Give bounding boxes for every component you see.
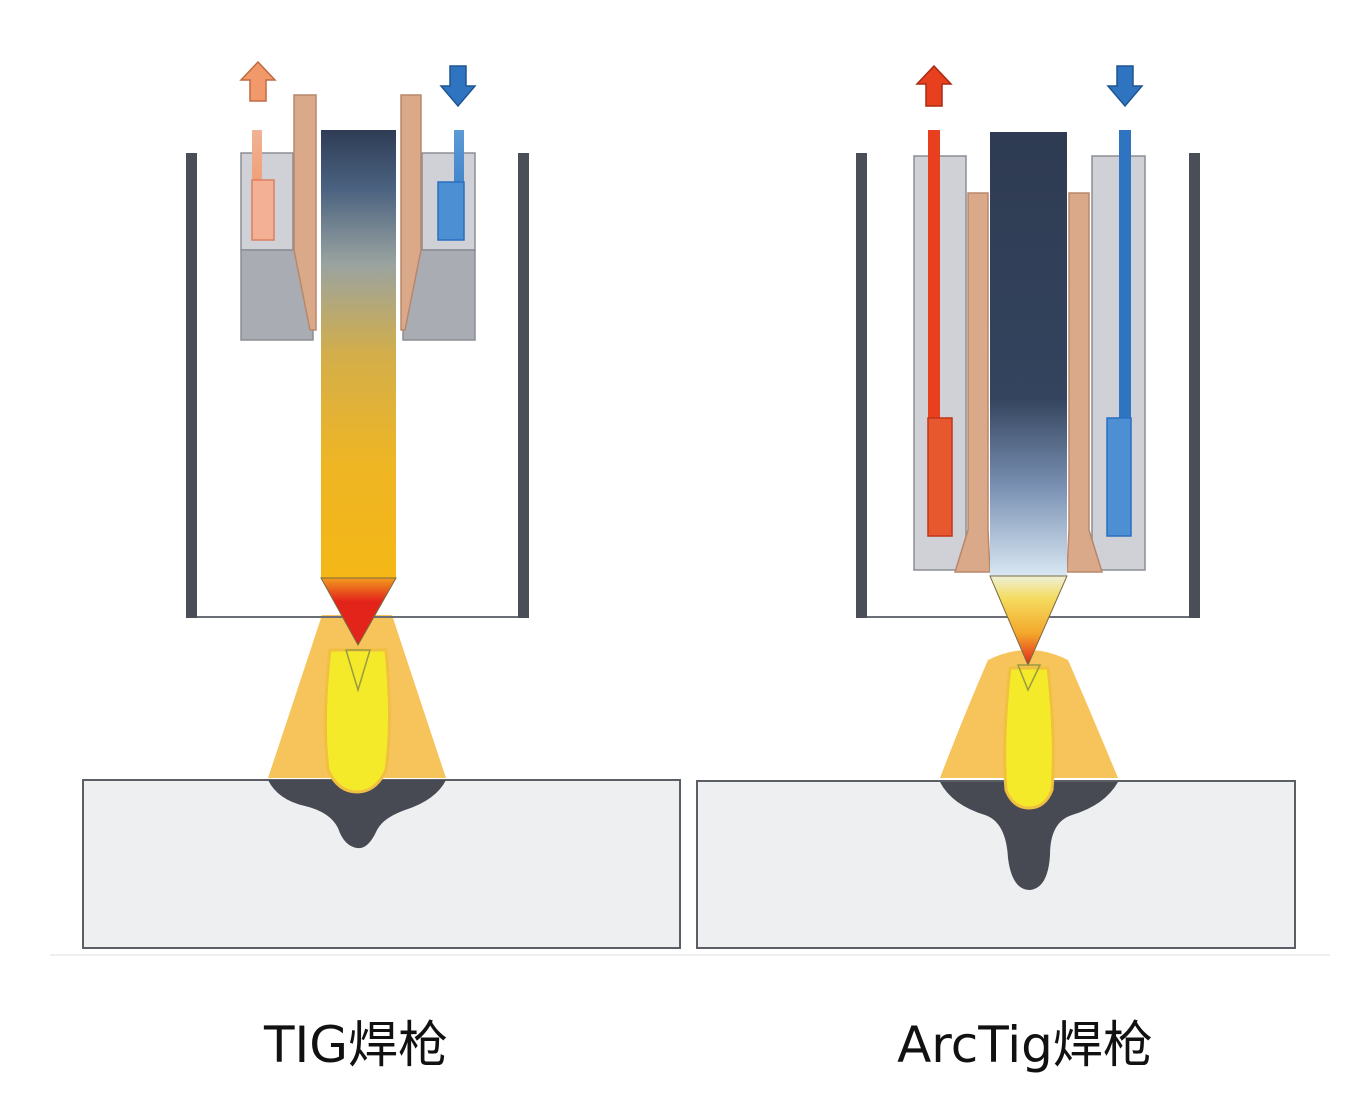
caption-arctig-torch: ArcTig焊枪 — [897, 1016, 1153, 1074]
weld-pool-left — [268, 780, 446, 849]
collet-inner-right — [1066, 192, 1104, 573]
arrow-up-icon — [239, 60, 277, 102]
arc-core-right — [1003, 666, 1055, 810]
tig-torch — [82, 60, 681, 949]
nozzle-wall-right-inner — [1189, 153, 1200, 618]
arctig-torch — [696, 64, 1296, 949]
hot-channel-right — [928, 130, 940, 420]
weld-pool-right — [940, 782, 1118, 890]
arrow-up-icon — [915, 64, 953, 107]
electrode-tip-left — [320, 577, 397, 647]
nozzle-wall-right-outer — [518, 153, 529, 618]
arc-core-left — [323, 648, 391, 794]
nozzle-wall-left-outer — [186, 153, 197, 618]
electrode-left — [321, 130, 396, 578]
caption-tig-torch: TIG焊枪 — [263, 1016, 449, 1074]
nozzle-wall-left-inner — [856, 153, 867, 618]
electrode-tip-right — [989, 575, 1068, 667]
cold-channel-right — [1119, 130, 1131, 420]
collet-right — [400, 94, 422, 331]
collet-left — [293, 94, 317, 331]
arrow-down-icon — [1106, 65, 1144, 108]
arrow-down-icon — [439, 65, 477, 108]
electrode-right — [990, 132, 1067, 576]
